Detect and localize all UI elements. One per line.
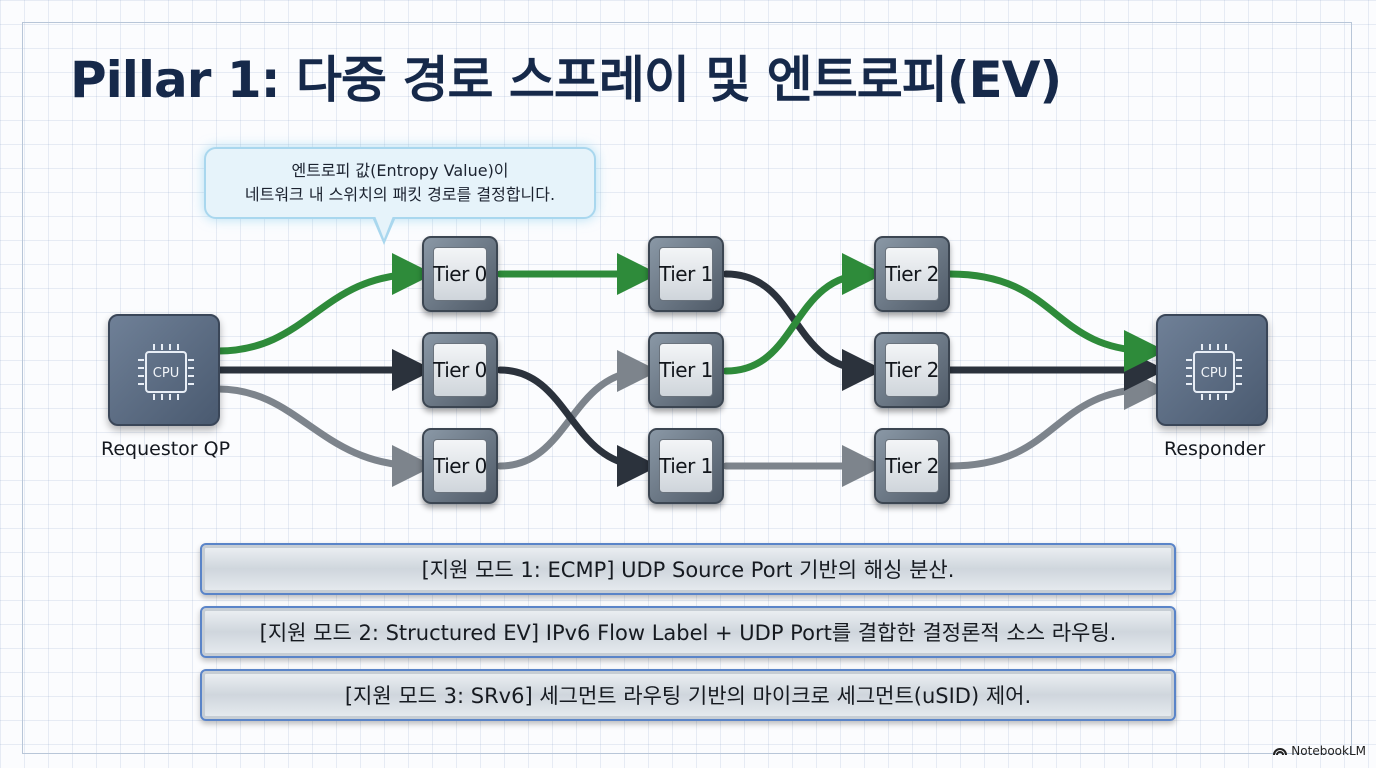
notebooklm-logo-icon xyxy=(1273,748,1288,756)
responder-host: CPU xyxy=(1156,314,1268,426)
green-path xyxy=(214,253,1166,375)
tier1-switch-middle: Tier 1 xyxy=(648,332,724,408)
tier-label: Tier 1 xyxy=(659,358,713,382)
cpu-icon: CPU xyxy=(1186,344,1242,400)
tier2-switch-top: Tier 2 xyxy=(874,236,950,312)
tier-label: Tier 0 xyxy=(433,262,487,286)
callout-line-1: 엔트로피 값(Entropy Value)이 xyxy=(291,161,509,180)
tier-label: Tier 0 xyxy=(433,358,487,382)
tier0-switch-top: Tier 0 xyxy=(422,236,498,312)
mode-3-label: [지원 모드 3: SRv6] 세그먼트 라우팅 기반의 마이크로 세그먼트(u… xyxy=(344,684,1032,708)
tier0-switch-bottom: Tier 0 xyxy=(422,428,498,504)
cpu-icon: CPU xyxy=(138,344,194,400)
page-title: Pillar 1: 다중 경로 스프레이 및 엔트로피(EV) xyxy=(70,51,1062,109)
tier2-switch-bottom: Tier 2 xyxy=(874,428,950,504)
tier-label: Tier 0 xyxy=(433,454,487,478)
tier-label: Tier 1 xyxy=(659,262,713,286)
responder-label: Responder xyxy=(1164,438,1266,460)
requestor-chip-label: CPU xyxy=(153,366,179,381)
requestor-label: Requestor QP xyxy=(101,438,231,460)
mode-1-banner: [지원 모드 1: ECMP] UDP Source Port 기반의 해싱 분… xyxy=(200,543,1176,595)
mode-2-label: [지원 모드 2: Structured EV] IPv6 Flow Label… xyxy=(259,621,1117,645)
tier-label: Tier 2 xyxy=(885,454,939,478)
tier1-switch-top: Tier 1 xyxy=(648,236,724,312)
mode-1-label: [지원 모드 1: ECMP] UDP Source Port 기반의 해싱 분… xyxy=(421,558,955,582)
mode-3-banner: [지원 모드 3: SRv6] 세그먼트 라우팅 기반의 마이크로 세그먼트(u… xyxy=(200,669,1176,721)
callout-line-2: 네트워크 내 스위치의 패킷 경로를 결정합니다. xyxy=(244,185,556,204)
tier2-switch-middle: Tier 2 xyxy=(874,332,950,408)
tier-label: Tier 2 xyxy=(885,262,939,286)
tier-label: Tier 2 xyxy=(885,358,939,382)
tier1-switch-bottom: Tier 1 xyxy=(648,428,724,504)
callout-tail-fill xyxy=(375,216,393,239)
mode-2-banner: [지원 모드 2: Structured EV] IPv6 Flow Label… xyxy=(200,606,1176,658)
requestor-host: CPU xyxy=(108,314,220,426)
brand-watermark: NotebookLM xyxy=(1273,744,1366,758)
brand-label: NotebookLM xyxy=(1291,744,1366,758)
tier0-switch-middle: Tier 0 xyxy=(422,332,498,408)
responder-chip-label: CPU xyxy=(1201,366,1227,381)
entropy-callout: 엔트로피 값(Entropy Value)이 네트워크 내 스위치의 패킷 경로… xyxy=(204,147,596,219)
tier-label: Tier 1 xyxy=(659,454,713,478)
